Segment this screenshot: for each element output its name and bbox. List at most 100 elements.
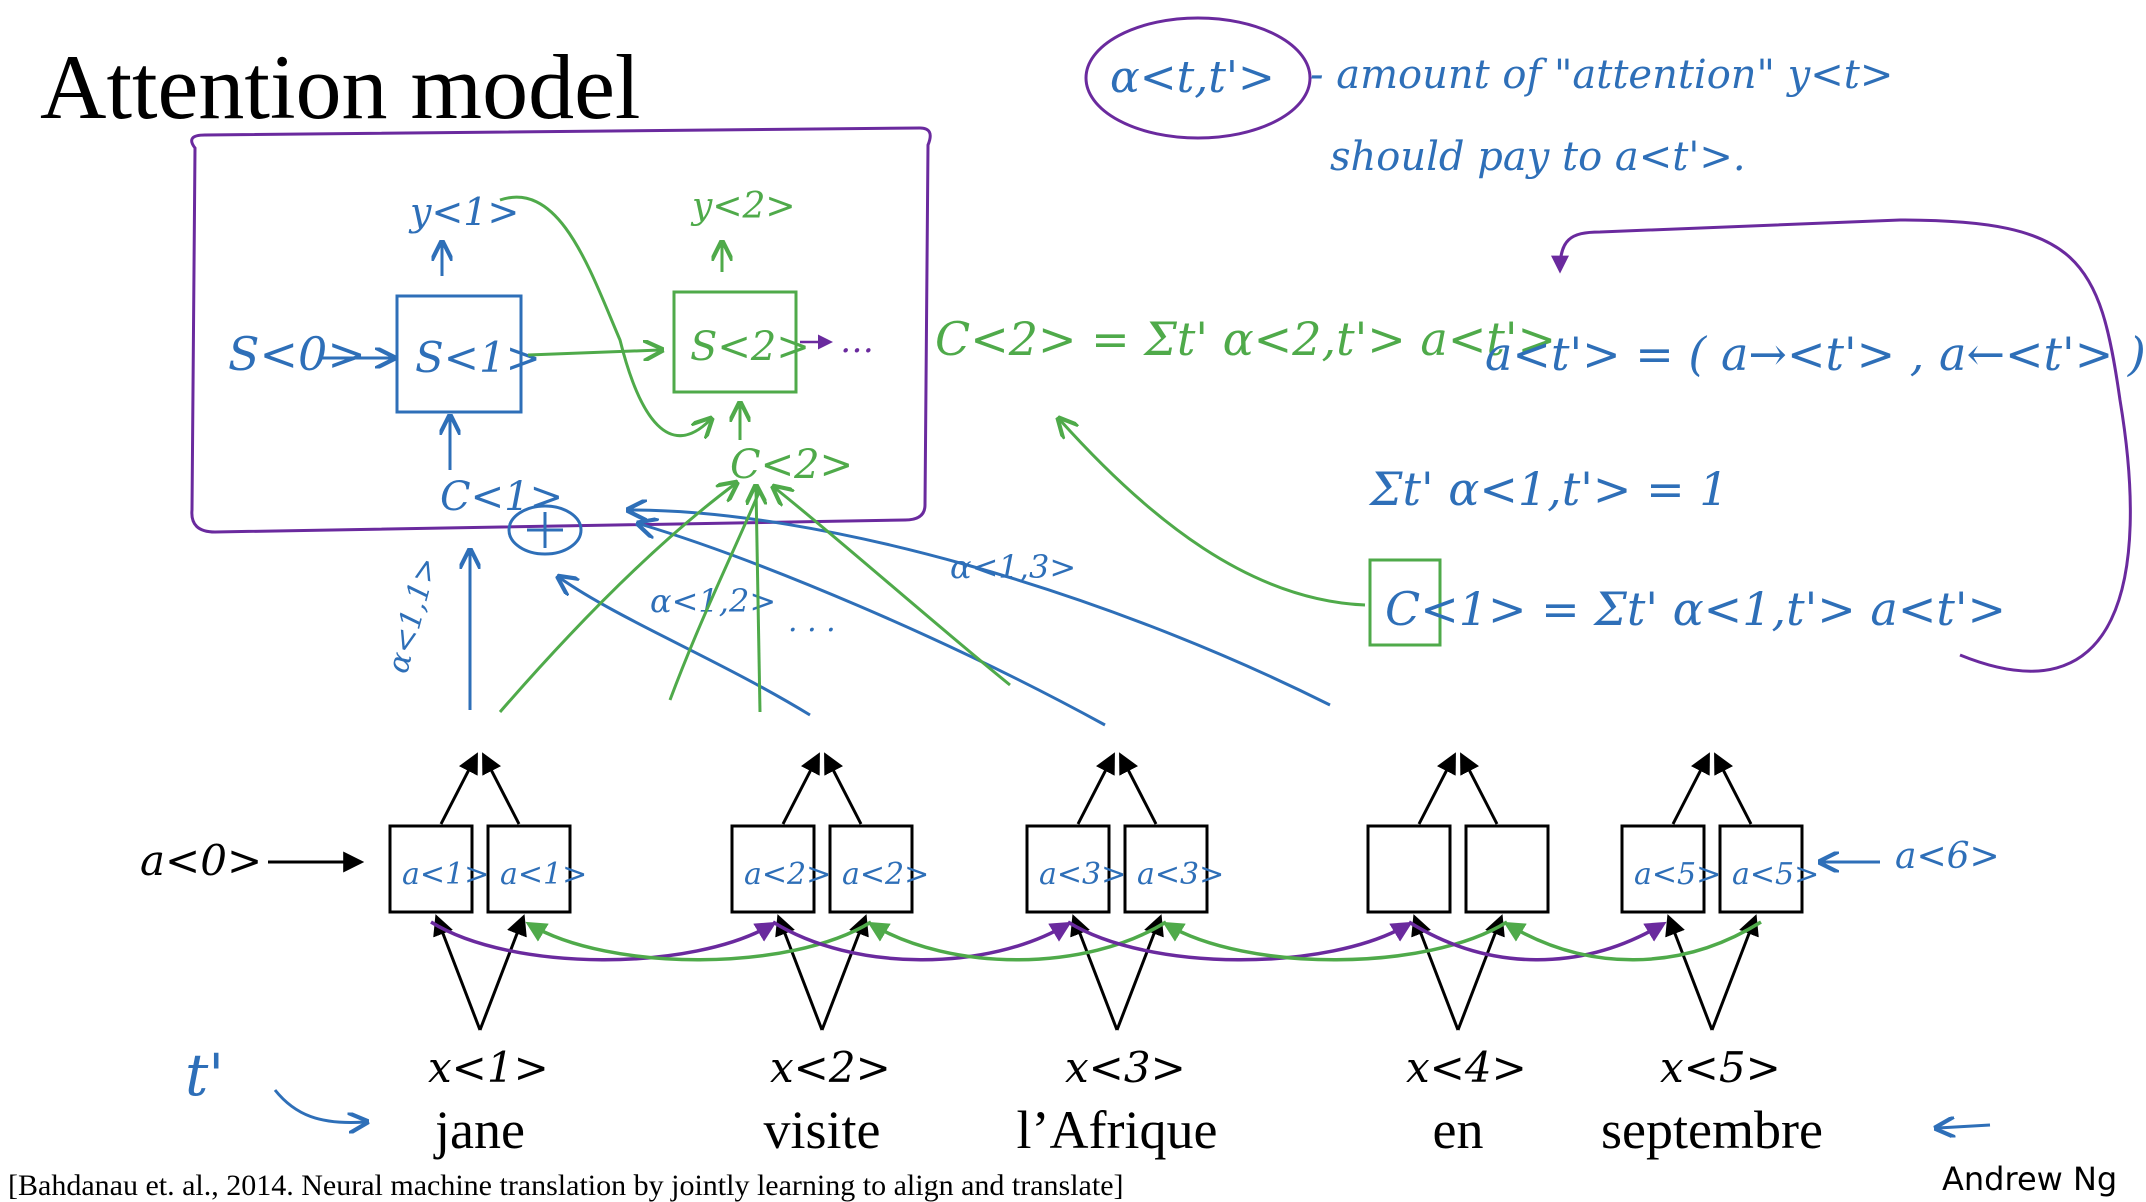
author-credit: Andrew Ng — [1942, 1160, 2117, 1198]
c1-to-c2-reference-arrow — [1060, 420, 1366, 607]
input-arrow-right — [1456, 914, 1505, 1031]
backward-activation-box — [1464, 824, 1550, 914]
decoder-s0-label: S<0> — [228, 327, 366, 381]
decoder-s1-label: S<1> — [415, 333, 541, 382]
s1-to-s2-arrow — [527, 350, 660, 355]
forward-activation-box — [1620, 824, 1706, 914]
output-arrow-left — [1076, 752, 1115, 825]
alpha-definition-symbol: α<t,t'> — [1110, 52, 1275, 103]
output-arrow-right — [1119, 752, 1158, 825]
attention-arrow-x3-to-c2 — [775, 488, 1011, 687]
decoder-c2-label: C<2> — [730, 442, 853, 488]
alpha-definition-circle — [1084, 16, 1312, 140]
output-arrow-right — [482, 752, 521, 825]
slide-title: Attention model — [40, 36, 640, 138]
input-x-label: x<4> — [1406, 1043, 1527, 1092]
backward-activation-label: a<2> — [842, 857, 929, 892]
sum-node-icon — [507, 504, 583, 556]
attention-arrow-x2-to-c1 — [560, 578, 811, 717]
encoder-final-backward: a<6> — [1895, 836, 2000, 877]
backward-recurrence-arrow — [867, 920, 1167, 962]
forward-recurrence-arrow — [1067, 920, 1413, 962]
backward-activation-box — [1718, 824, 1804, 914]
input-word: visite — [764, 1100, 881, 1160]
backward-recurrence-arrow — [1503, 920, 1762, 962]
citation: [Bahdanau et. al., 2014. Neural machine … — [8, 1169, 1124, 1202]
forward-activation-label: a<2> — [744, 857, 831, 892]
alpha-12-label: α<1,2> — [650, 582, 776, 620]
output-arrow-right — [824, 752, 863, 825]
backward-activation-label: a<1> — [500, 857, 587, 892]
decoder-s2-label: S<2> — [690, 324, 810, 370]
input-arrow-right — [820, 914, 869, 1031]
equation-alpha-sum: Σt' α<1,t'> = 1 — [1368, 462, 1729, 516]
alpha-11-label: α<1,1> — [381, 554, 445, 677]
input-word: jane — [433, 1100, 525, 1160]
alpha-definition-line2: should pay to a<t'>. — [1330, 134, 1746, 180]
alpha-13-label: α<1,3> — [950, 548, 1076, 586]
output-arrow-right — [1714, 752, 1753, 825]
input-arrow-right — [1710, 914, 1759, 1031]
input-arrow-left — [1070, 914, 1119, 1031]
decoder-y2-label: y<2> — [690, 186, 796, 227]
forward-activation-label: a<3> — [1039, 857, 1126, 892]
input-word: l’Afrique — [1017, 1100, 1218, 1160]
output-arrow-right — [1460, 752, 1499, 825]
alpha-definition-line1: - amount of "attention" y<t> — [1310, 52, 1893, 98]
decoder-bounding-box — [190, 126, 932, 534]
backward-activation-label: a<5> — [1732, 857, 1819, 892]
output-arrow-left — [439, 752, 478, 825]
output-arrow-left — [781, 752, 820, 825]
attention-arrow-x2-to-c2 — [756, 488, 760, 713]
encoder-columns: a<1> a<1> x<1> jane a<2> a<2> x<2> visite a<3> a<… — [388, 752, 1823, 1160]
input-arrow-right — [1115, 914, 1164, 1031]
y1-to-s2-feedback-arrow — [499, 195, 710, 436]
forward-activation-box — [1366, 824, 1452, 914]
decoder-y1-label: y<1> — [408, 190, 519, 234]
input-word: septembre — [1601, 1100, 1823, 1160]
backward-recurrence-arrow — [1162, 920, 1508, 962]
forward-activation-box — [730, 824, 816, 914]
forward-recurrence-arrow — [1408, 920, 1667, 962]
input-arrow-right — [478, 914, 527, 1031]
forward-activation-label: a<1> — [402, 857, 489, 892]
backward-activation-label: a<3> — [1137, 857, 1224, 892]
encoder-initial-activation: a<0> — [140, 836, 262, 885]
input-arrow-left — [1411, 914, 1460, 1031]
backward-recurrence-arrow — [525, 920, 872, 962]
time-index-label: t' — [185, 1041, 224, 1109]
forward-recurrence-arrow — [772, 920, 1072, 962]
input-word: en — [1433, 1100, 1484, 1160]
input-x-label: x<1> — [428, 1043, 549, 1092]
input-arrow-left — [433, 914, 482, 1031]
equation-c1-box — [1368, 558, 1442, 647]
equation-c2: C<2> = Σt' α<2,t'> a<t'> — [935, 312, 1556, 366]
equation-a-concat: a<t'> = ( a→<t'> , a←<t'> ) — [1485, 327, 2146, 381]
input-x-label: x<5> — [1660, 1043, 1781, 1092]
attention-arrow-x3-to-c1 — [640, 524, 1106, 727]
forward-activation-box — [388, 824, 474, 914]
decoder-c1-label: C<1> — [440, 474, 563, 520]
forward-recurrence-arrow — [430, 920, 777, 962]
decoder-s1-box — [395, 294, 523, 414]
attention-arrow-x1-to-c2 — [498, 484, 735, 713]
decoder-ellipsis: … — [840, 321, 874, 361]
equation-c1: C<1> = Σt' α<1,t'> a<t'> — [1385, 582, 2006, 636]
forward-activation-label: a<5> — [1634, 857, 1721, 892]
forward-activation-box — [1025, 824, 1111, 914]
time-index-arrow — [273, 1089, 365, 1123]
backward-activation-box — [486, 824, 572, 914]
input-arrow-left — [775, 914, 824, 1031]
input-x-label: x<2> — [770, 1043, 891, 1092]
backward-activation-box — [1123, 824, 1209, 914]
input-arrow-left — [1665, 914, 1714, 1031]
input-x-label: x<3> — [1065, 1043, 1186, 1092]
right-bracket-arrow — [1551, 218, 2132, 673]
decoder-s2-box — [672, 290, 798, 394]
attention-dots: · · · — [788, 613, 836, 648]
output-arrow-left — [1671, 752, 1710, 825]
right-input-arrow — [1938, 1125, 1991, 1128]
output-arrow-left — [1417, 752, 1456, 825]
attention-arrow-x4-to-c1 — [630, 510, 1331, 707]
